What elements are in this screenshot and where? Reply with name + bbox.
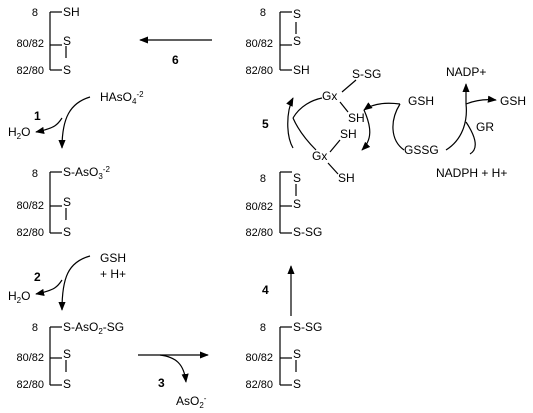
cycle-arrow-upper <box>363 102 401 111</box>
glutathionylated-label: S-SG <box>293 320 322 334</box>
sulfur-label: S <box>63 63 71 77</box>
nadph-input-link <box>465 121 476 155</box>
reaction-arrow-step-2 <box>58 255 91 311</box>
residue-label-8: 8 <box>32 322 38 334</box>
glutaredoxin-cycle: 5 Gx S-SG SH Gx SH SH GSH GSSG NADP+ GSH… <box>262 65 526 185</box>
bond-line <box>339 101 349 113</box>
enzyme-state-4: 8 80/82 82/80 S-SG S S <box>245 320 322 391</box>
enzyme-state-5: 8 80/82 82/80 S S S-SG <box>245 171 322 239</box>
glutathione-label: GSH <box>100 251 126 265</box>
bond-line <box>329 139 341 153</box>
step-number-2: 2 <box>34 270 41 284</box>
cycle-link <box>292 97 323 119</box>
sulfur-label: S <box>293 171 301 185</box>
sulfur-label: S <box>63 195 71 209</box>
residue-label-82-80: 82/80 <box>245 227 273 239</box>
water-label: H2O <box>8 125 30 141</box>
residue-label-8: 8 <box>32 7 38 19</box>
sulfur-label: S <box>293 34 301 48</box>
thiol-group-label: SH <box>338 171 355 185</box>
glutathione-label: GSH <box>408 94 434 108</box>
thiol-label: SH <box>293 63 310 77</box>
step-number-4: 4 <box>262 283 269 297</box>
arsenate-label: HAsO4-2 <box>100 90 144 106</box>
thiol-group-label: SH <box>340 127 357 141</box>
gsh-release-arrow <box>465 95 497 105</box>
residue-label-80-82: 80/82 <box>245 38 273 50</box>
residue-label-8: 8 <box>260 173 266 185</box>
sulfur-label: S <box>293 347 301 361</box>
residue-label-8: 8 <box>260 7 266 19</box>
arsenate-glutathione-label: S-AsO2-SG <box>63 320 124 336</box>
residue-label-80-82: 80/82 <box>245 352 273 364</box>
step-number-1: 1 <box>34 109 41 123</box>
sulfur-label: S <box>293 197 301 211</box>
nadph-label: NADPH + H+ <box>436 166 507 180</box>
glutathione-product-label: GSH <box>500 94 526 108</box>
cycle-arrow-lower-left <box>361 109 371 151</box>
sulfur-label: S <box>63 347 71 361</box>
sulfur-label: S <box>63 377 71 391</box>
residue-label-82-80: 82/80 <box>16 65 44 77</box>
water-release-arrow <box>35 117 63 134</box>
residue-label-82-80: 82/80 <box>16 379 44 391</box>
residue-label-82-80: 82/80 <box>16 227 44 239</box>
enzyme-state-2: 8 80/82 82/80 S-AsO3-2 S S <box>16 165 110 239</box>
step-number-5: 5 <box>262 117 269 131</box>
residue-label-80-82: 80/82 <box>16 352 44 364</box>
sulfur-label: S <box>293 377 301 391</box>
bond-line <box>341 79 357 93</box>
water-release-arrow <box>35 279 63 296</box>
enzyme-state-1: 8 80/82 82/80 SH S S <box>16 5 79 77</box>
residue-label-8: 8 <box>32 168 38 180</box>
cycle-link <box>292 117 317 151</box>
thiol-label: SH <box>63 5 80 19</box>
water-label: H2O <box>8 289 30 305</box>
glutathione-disulfide-group-label: S-SG <box>352 67 381 81</box>
residue-label-80-82: 80/82 <box>245 201 273 213</box>
bond-line <box>327 162 339 175</box>
reaction-arrow-step-1 <box>58 96 91 149</box>
residue-label-8: 8 <box>260 322 266 334</box>
proton-label: + H+ <box>100 267 126 281</box>
step-number-3: 3 <box>158 376 165 390</box>
nadp-label: NADP+ <box>446 65 486 79</box>
residue-label-82-80: 82/80 <box>245 65 273 77</box>
cycle-link <box>392 103 405 151</box>
step-number-6: 6 <box>172 53 179 67</box>
enzyme-state-6: 8 80/82 82/80 S S SH <box>245 7 309 77</box>
reductase-arc <box>445 103 467 151</box>
arsenate-adduct-label: S-AsO3-2 <box>63 165 110 181</box>
enzyme-state-3: 8 80/82 82/80 S-AsO2-SG S S <box>16 320 124 391</box>
residue-label-82-80: 82/80 <box>245 379 273 391</box>
glutathione-reductase-label: GR <box>476 120 494 134</box>
residue-label-80-82: 80/82 <box>16 200 44 212</box>
glutathionylated-label: S-SG <box>293 225 322 239</box>
arsenite-label: AsO2- <box>176 394 207 410</box>
sulfur-label: S <box>63 225 71 239</box>
glutaredoxin-oxidized-label: Gx <box>322 89 337 103</box>
thiol-group-label: SH <box>348 111 365 125</box>
arsenite-release-arrow <box>159 354 189 383</box>
sulfur-label: S <box>293 7 301 21</box>
residue-label-80-82: 80/82 <box>16 38 44 50</box>
glutathione-disulfide-label: GSSG <box>404 143 439 157</box>
sulfur-label: S <box>63 34 71 48</box>
cycle-arrow-left <box>286 97 294 149</box>
glutaredoxin-reduced-label: Gx <box>312 149 327 163</box>
